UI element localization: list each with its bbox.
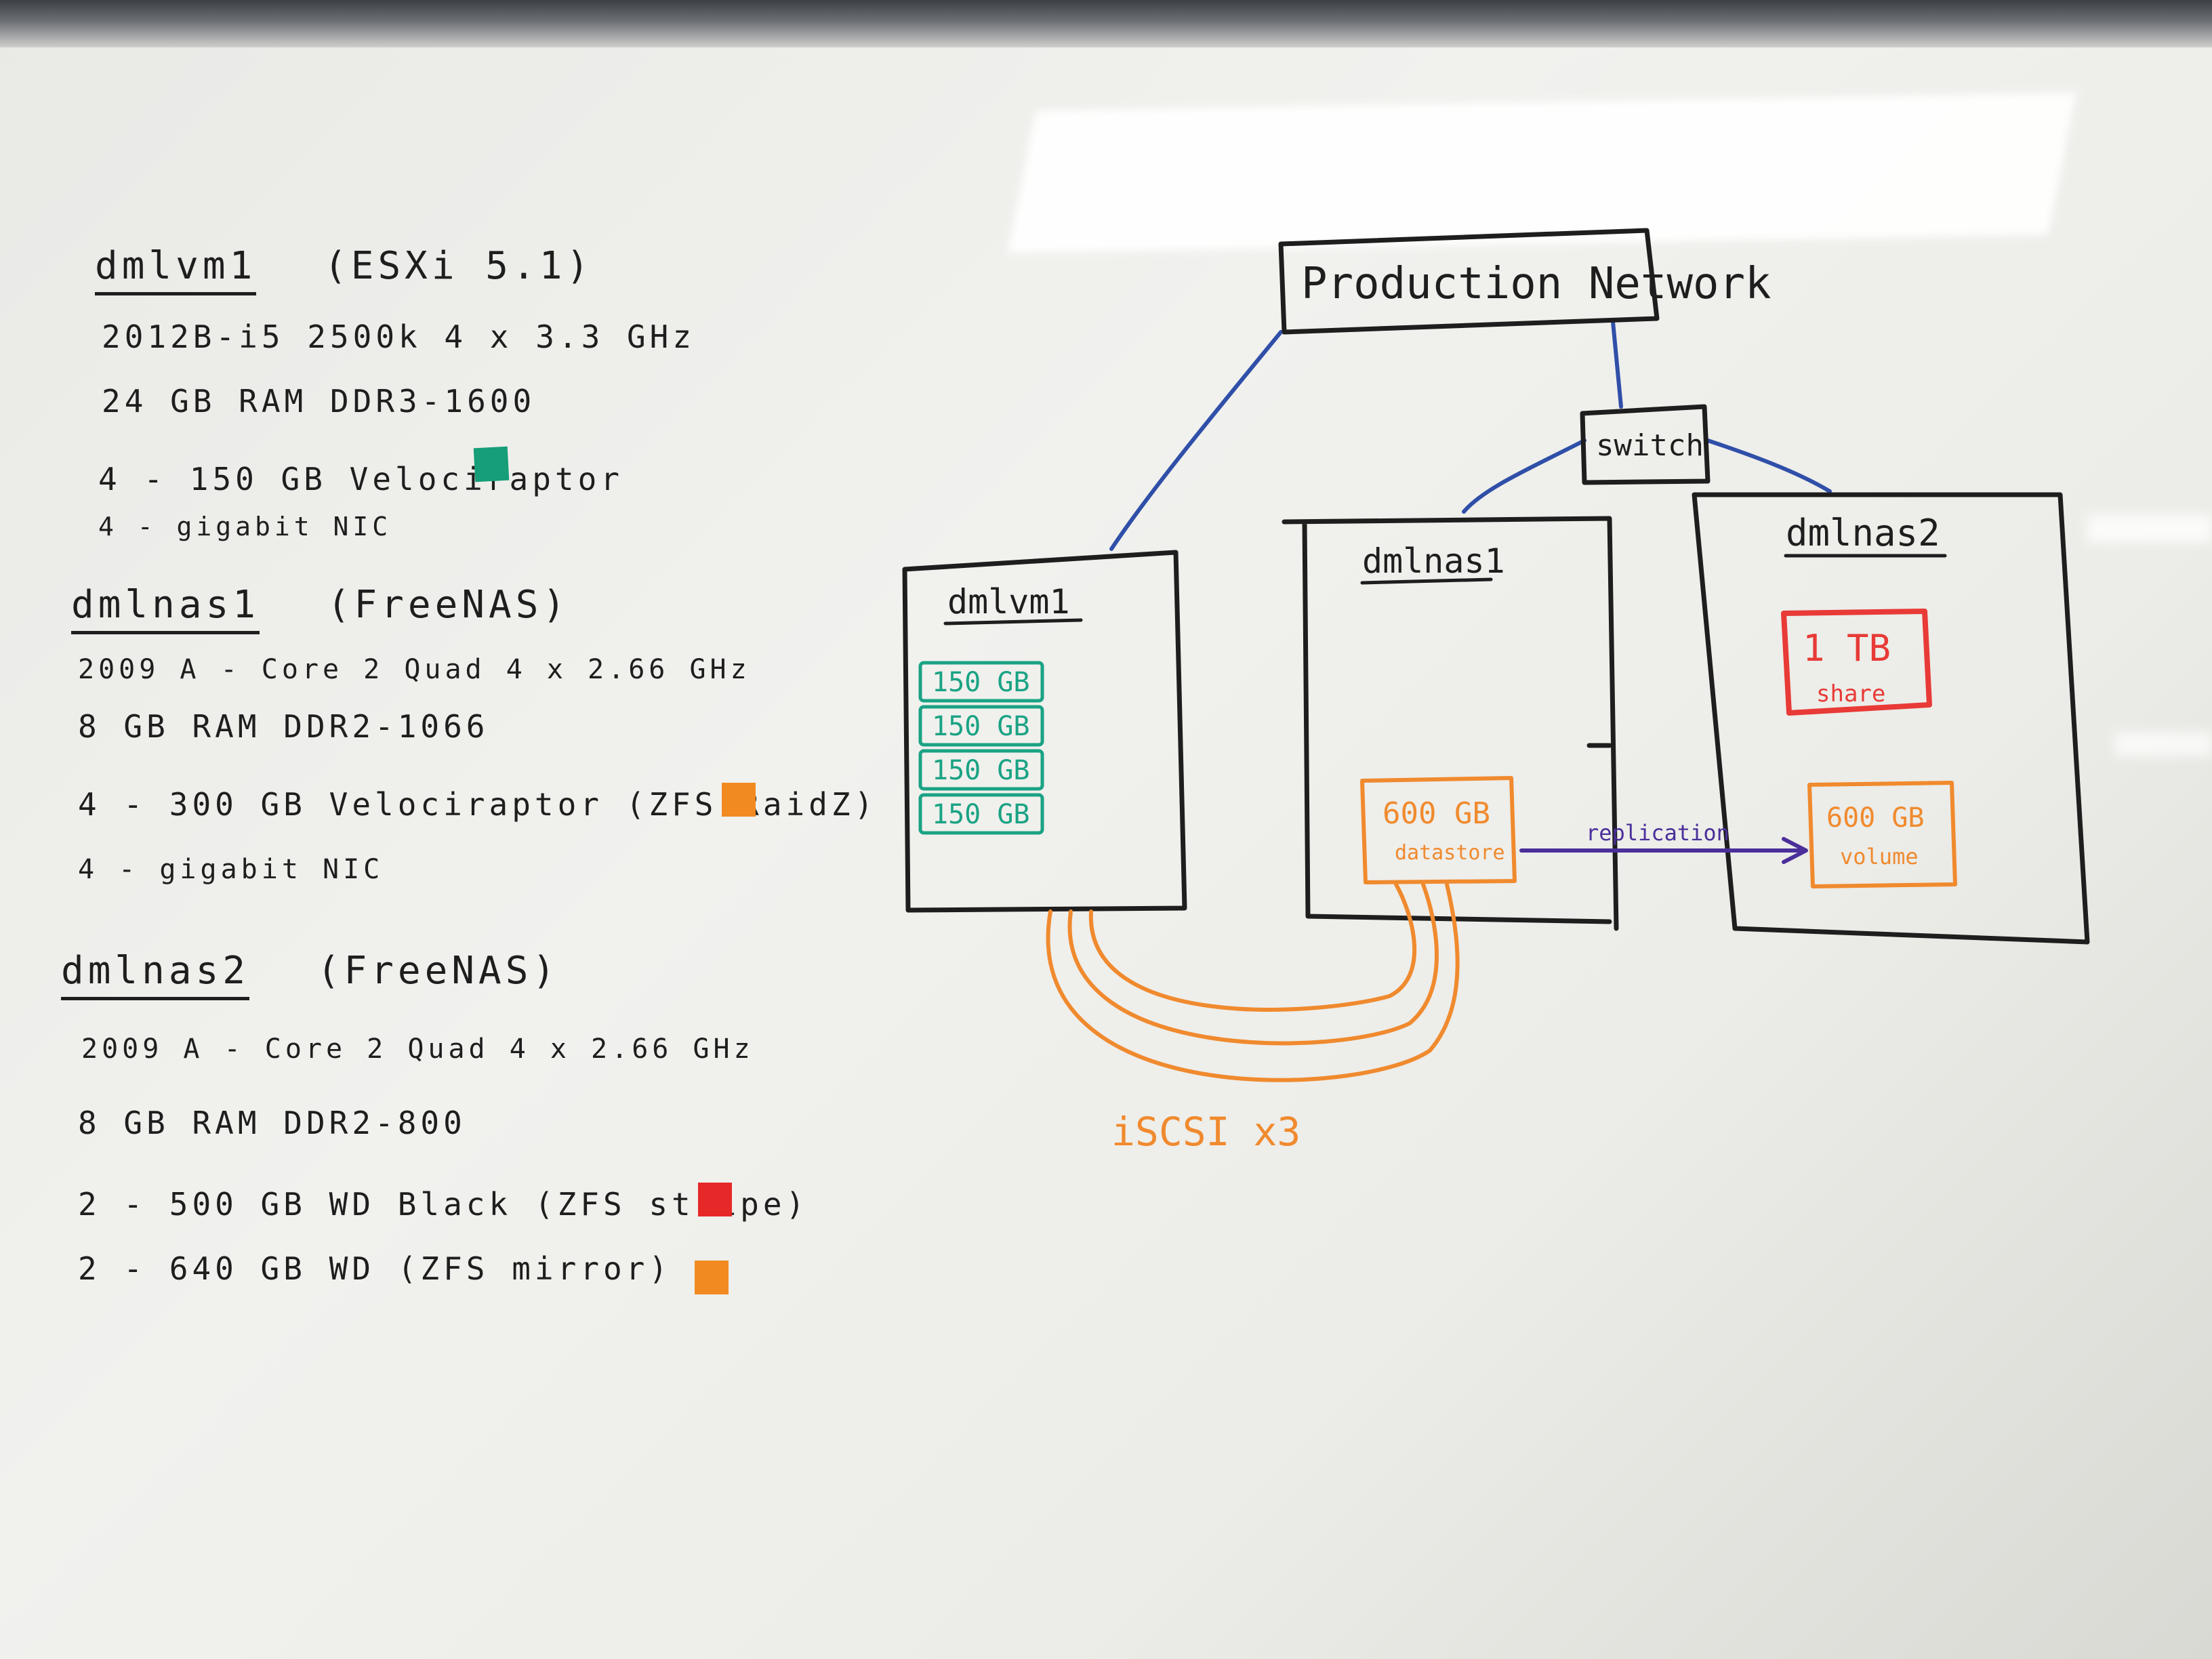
nas1-os: (FreeNAS) (327, 583, 570, 627)
network-to-switch-link (1611, 320, 1623, 409)
replication-arrowhead (1782, 837, 1808, 864)
vm1-box (902, 550, 1187, 913)
switch-label: switch (1596, 428, 1704, 463)
datastore-size-label: 600 GB (1382, 796, 1490, 831)
vm1-spec-disks: 4 - 150 GB Velociraptor (98, 461, 623, 497)
nas2-diagram-label: dmlnas2 (1786, 512, 1940, 554)
nas2-heading: dmlnas2 (FreeNAS) (61, 949, 560, 1000)
nas1-heading: dmlnas1 (FreeNAS) (71, 583, 570, 634)
vm1-spec-ram: 24 GB RAM DDR3-1600 (102, 383, 536, 419)
nas2-box (1692, 492, 2090, 945)
whiteboard-frame (0, 0, 2212, 47)
production-network-box (1278, 228, 1660, 335)
server-specs-notes: dmlvm1 (ESXi 5.1) 2012B-i5 2500k 4 x 3.3… (0, 0, 873, 1355)
vm1-os: (ESXi 5.1) (324, 244, 594, 288)
volume-label: volume (1840, 844, 1919, 869)
disk-1-label: 150 GB (932, 667, 1030, 698)
nas2-spec-disks-mirror: 2 - 640 GB WD (ZFS mirror) (78, 1250, 672, 1287)
datastore-box (1360, 776, 1517, 884)
iscsi-link-2 (1067, 882, 1439, 1046)
light-glare-right-lower (2114, 732, 2212, 756)
nas2-os: (FreeNAS) (316, 949, 560, 993)
nas2-spec-disks-stripe: 2 - 500 GB WD Black (ZFS stripe) (78, 1186, 809, 1223)
nas1-label-underline (1360, 577, 1493, 585)
disk-4 (918, 793, 1044, 835)
vm1-heading: dmlvm1 (ESXi 5.1) (95, 244, 594, 295)
orange-swatch-nas1 (722, 783, 756, 817)
switch-to-nas1-link (1462, 438, 1586, 514)
light-glare-right (2087, 515, 2212, 542)
iscsi-link-1 (1088, 882, 1417, 1012)
nas2-name: dmlnas2 (61, 949, 250, 1000)
production-network-label: Production Network (1301, 259, 1771, 309)
vm1-label-underline (943, 618, 1083, 626)
nas1-name: dmlnas1 (71, 583, 260, 634)
vm1-spec-nic: 4 - gigabit NIC (98, 512, 392, 541)
iscsi-label: iSCSI x3 (1111, 1109, 1300, 1155)
replication-label: replication (1586, 820, 1729, 846)
nas1-diagram-label: dmlnas1 (1362, 541, 1505, 581)
nas1-spec-cpu: 2009 A - Core 2 Quad 4 x 2.66 GHz (78, 654, 751, 685)
nas1-spec-nic: 4 - gigabit NIC (78, 854, 384, 885)
share-box (1781, 609, 1932, 716)
disk-1 (918, 661, 1044, 703)
share-size-label: 1 TB (1803, 627, 1891, 670)
switch-to-nas2-link (1706, 438, 1832, 493)
orange-swatch-nas2 (695, 1261, 729, 1294)
disk-2 (918, 705, 1044, 747)
disk-4-label: 150 GB (932, 799, 1030, 830)
datastore-label: datastore (1395, 841, 1505, 865)
disk-3-label: 150 GB (932, 755, 1030, 786)
volume-size-label: 600 GB (1826, 802, 1925, 834)
red-swatch (698, 1183, 732, 1216)
vm1-spec-cpu: 2012B-i5 2500k 4 x 3.3 GHz (102, 319, 696, 355)
nas1-spec-ram: 8 GB RAM DDR2-1066 (78, 708, 489, 745)
nas1-box (1282, 516, 1619, 931)
nas2-spec-cpu: 2009 A - Core 2 Quad 4 x 2.66 GHz (81, 1033, 754, 1065)
switch-box (1580, 404, 1711, 485)
volume-box (1807, 781, 1957, 888)
vm1-name: dmlvm1 (95, 244, 257, 295)
iscsi-link-3 (1046, 882, 1460, 1082)
network-to-vm1-link (1109, 330, 1283, 551)
nas2-spec-ram: 8 GB RAM DDR2-800 (78, 1105, 466, 1141)
share-label: share (1816, 680, 1885, 708)
vm1-diagram-label: dmlvm1 (947, 582, 1070, 621)
disk-2-label: 150 GB (932, 711, 1030, 742)
disk-3 (918, 749, 1044, 791)
